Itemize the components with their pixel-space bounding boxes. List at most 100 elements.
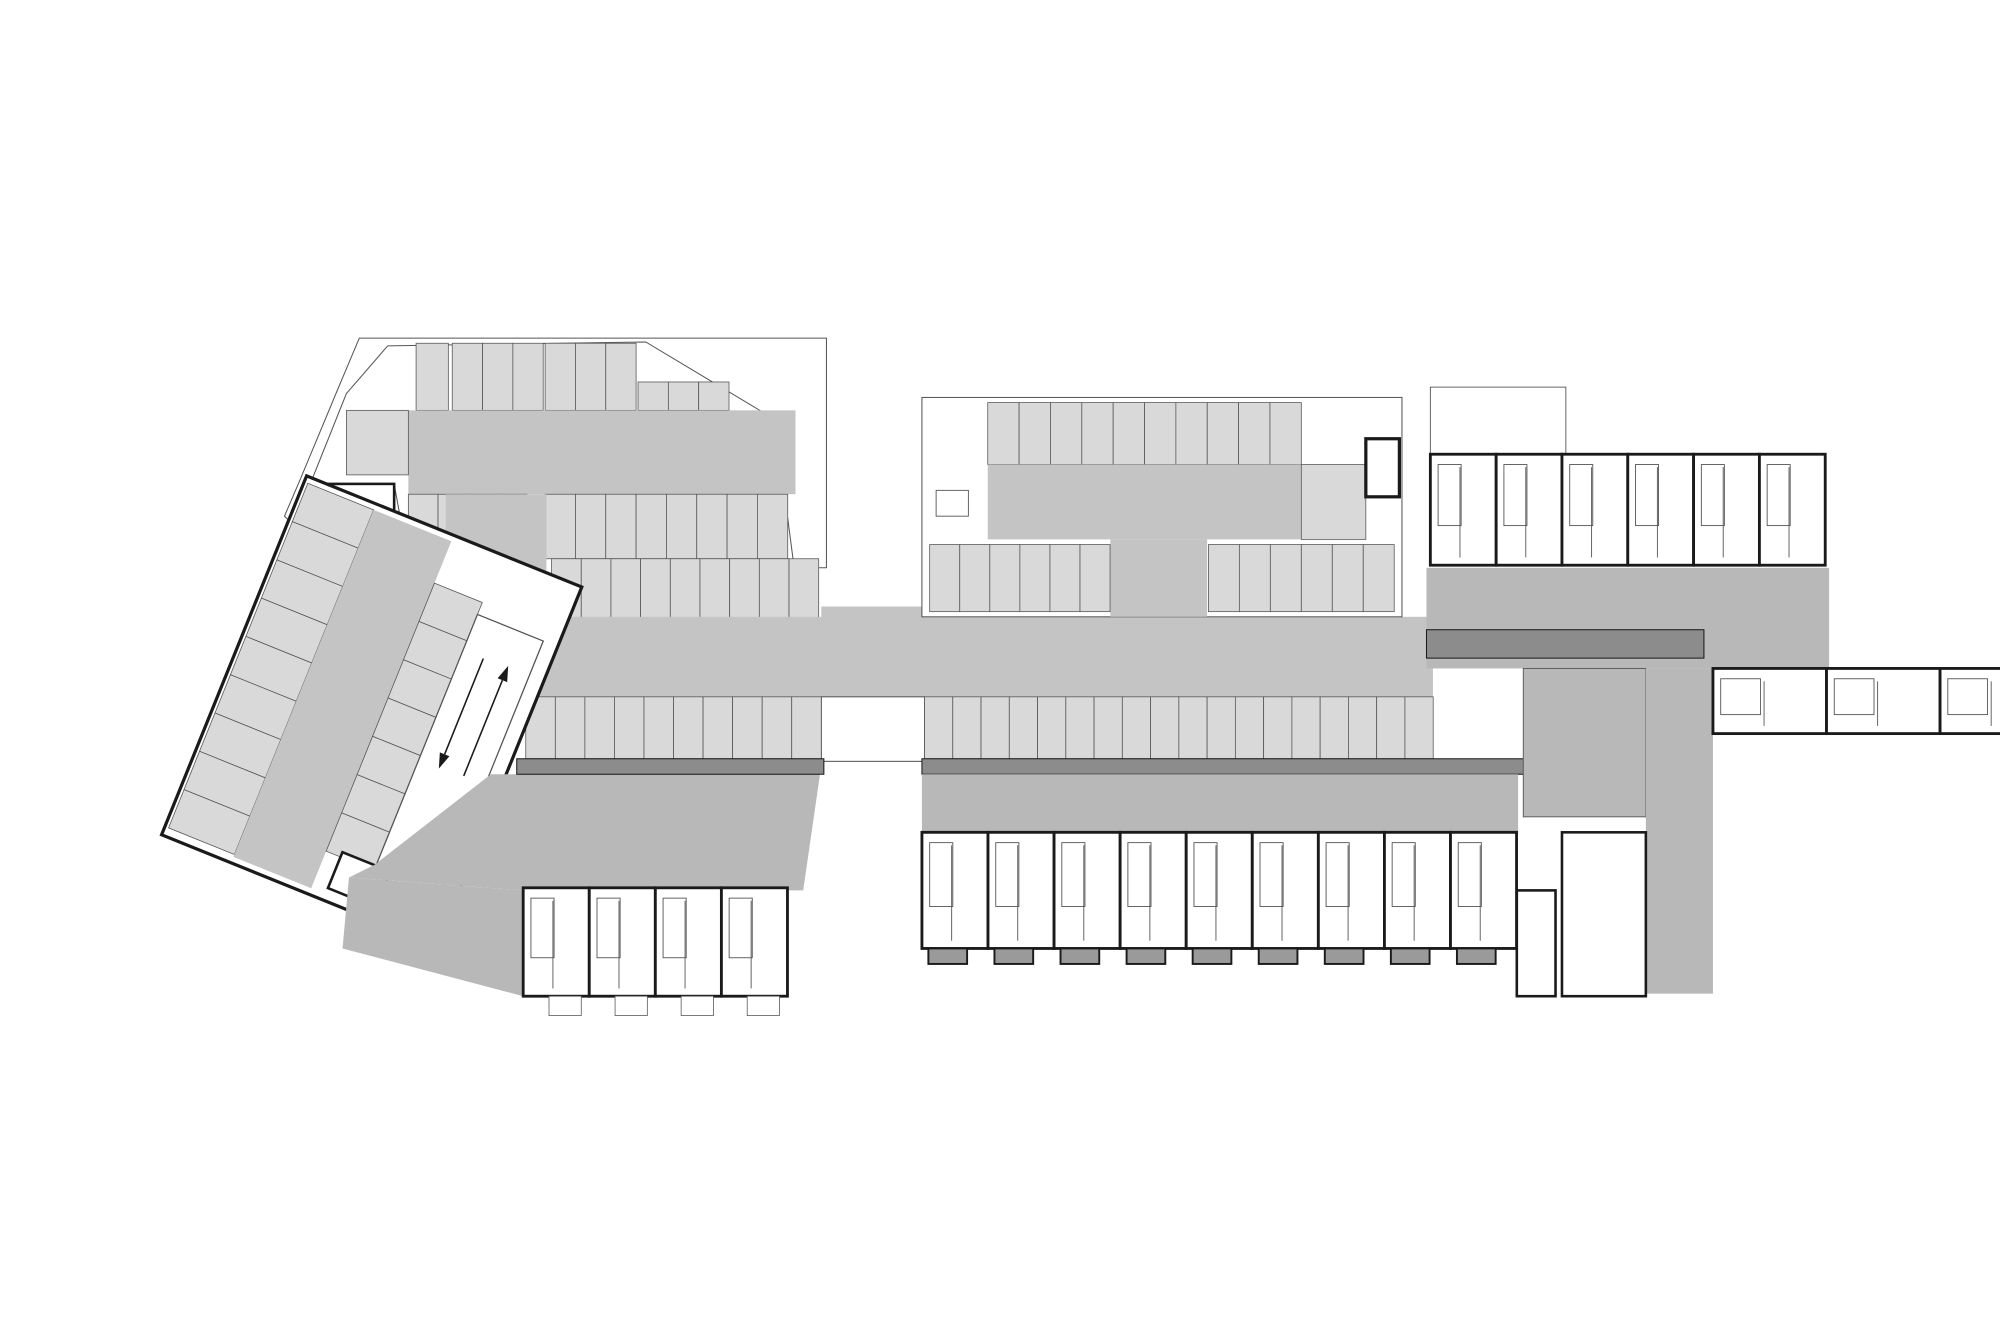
balcony — [548, 995, 582, 1016]
parking-stall — [1049, 544, 1081, 613]
parking-stall — [1065, 696, 1095, 760]
parking-stall — [1404, 696, 1434, 760]
planter-box — [1455, 947, 1497, 965]
parking-stall — [580, 558, 612, 622]
apartment-unit — [1118, 830, 1188, 950]
parking-stall — [1300, 544, 1333, 613]
apartment-unit — [1250, 830, 1320, 950]
apartment-unit — [920, 830, 990, 950]
east-corridor — [1645, 668, 1713, 994]
parking-stall — [989, 544, 1021, 613]
parking-stall — [346, 409, 409, 476]
parking-stall — [1018, 402, 1051, 465]
bathroom — [1457, 842, 1482, 907]
parking-stall — [544, 342, 576, 411]
bathroom — [995, 842, 1020, 907]
apartment-unit — [1626, 452, 1696, 567]
parking-stall — [637, 381, 669, 411]
apartment-unit — [653, 886, 723, 998]
apartment-unit — [1316, 830, 1386, 950]
parking-stall — [929, 544, 961, 613]
parking-stall — [605, 342, 637, 411]
parking-stall — [959, 544, 991, 613]
planter-box — [927, 947, 969, 965]
parking-stall — [1093, 696, 1123, 760]
roof-terrace — [1429, 386, 1567, 455]
apartment-unit — [1692, 452, 1761, 567]
parking-stall — [482, 342, 514, 411]
balcony — [680, 995, 714, 1016]
parking-stall — [640, 558, 671, 622]
parking-stall — [980, 696, 1010, 760]
apartment-unit — [719, 886, 789, 998]
apartment-unit — [1052, 830, 1122, 950]
south-west-courtyard — [342, 877, 524, 997]
parking-stall — [1208, 544, 1240, 613]
canopy-strip — [921, 758, 1589, 775]
parking-stall — [791, 696, 822, 760]
arrow-up-icon — [497, 665, 509, 683]
void-opening — [820, 696, 926, 762]
apartment-unit — [1184, 830, 1254, 950]
parking-stall — [1081, 402, 1114, 465]
south-gallery — [921, 774, 1519, 833]
apartment-unit — [1825, 667, 1942, 736]
planter-box — [1323, 947, 1365, 965]
apartment-unit — [1428, 452, 1498, 567]
bathroom — [1503, 464, 1528, 527]
parking-stall — [610, 558, 642, 622]
arrow-down-icon — [438, 752, 450, 769]
main-driveway — [426, 616, 1433, 697]
parking-stall — [614, 696, 645, 760]
bathroom — [1391, 842, 1416, 907]
planter-box — [1389, 947, 1431, 965]
parking-stall — [1300, 464, 1367, 540]
parking-stall — [696, 493, 728, 560]
parking-stall — [451, 342, 483, 411]
middle-drive-aisle — [987, 464, 1302, 540]
canopy-strip — [1425, 629, 1705, 659]
parking-stall — [1079, 544, 1111, 613]
parking-stall — [1050, 402, 1083, 465]
parking-stall — [1362, 544, 1395, 613]
apartment-unit — [587, 886, 657, 998]
elevator-core — [1364, 437, 1401, 499]
bathroom — [1193, 842, 1218, 907]
bathroom — [1127, 842, 1152, 907]
parking-stall — [732, 696, 763, 760]
parking-stall — [757, 493, 789, 560]
stair — [935, 489, 969, 517]
apartment-unit — [1711, 667, 1828, 736]
parking-stall — [726, 493, 758, 560]
bathroom — [1700, 464, 1725, 527]
parking-stall — [1376, 696, 1406, 760]
parking-stall — [1150, 696, 1180, 760]
parking-stall — [673, 696, 704, 760]
planter-box — [993, 947, 1035, 965]
parking-stall — [512, 342, 544, 411]
parking-stall — [1234, 696, 1265, 760]
parking-stall — [1178, 696, 1208, 760]
parking-stall — [1019, 544, 1051, 613]
apartment-unit — [1494, 452, 1564, 567]
apartment-unit — [1757, 452, 1827, 567]
parking-stall — [729, 558, 760, 622]
parking-stall — [924, 696, 954, 760]
bathroom — [1947, 678, 1989, 716]
parking-stall — [698, 381, 730, 411]
parking-stall — [1269, 544, 1302, 613]
parking-stall — [1175, 402, 1208, 465]
bathroom — [662, 897, 687, 959]
bathroom — [1325, 842, 1350, 907]
middle-drive-stem — [1110, 539, 1208, 617]
bathroom — [1720, 678, 1761, 716]
parking-stall — [584, 696, 615, 760]
parking-stall — [1263, 696, 1293, 760]
bridge-drive — [821, 606, 925, 697]
bathroom — [1766, 464, 1791, 527]
parking-stall — [1037, 696, 1067, 760]
planter-box — [1257, 947, 1299, 965]
balcony — [746, 995, 780, 1016]
parking-stall — [1291, 696, 1321, 760]
